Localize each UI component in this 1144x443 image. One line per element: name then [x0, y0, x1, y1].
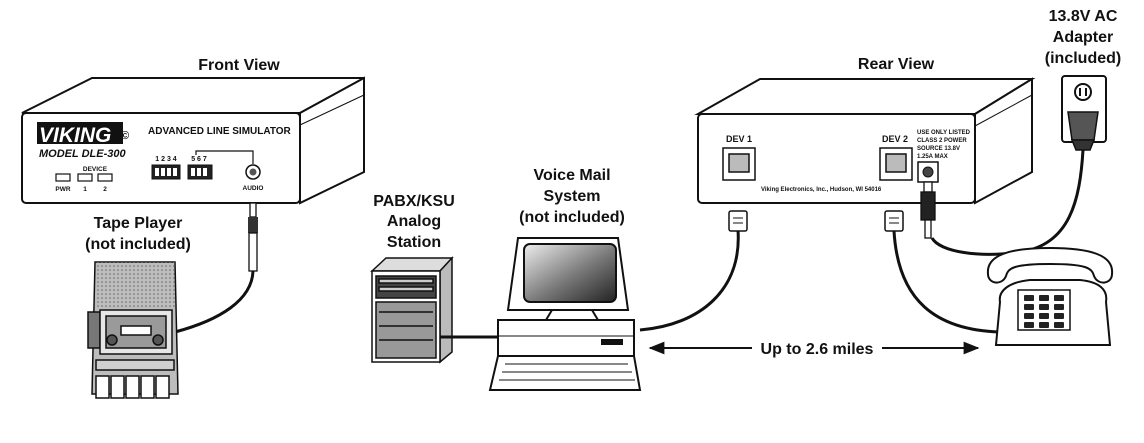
voice-mail-computer	[488, 237, 642, 391]
power-note-2: CLASS 2 POWER	[917, 138, 967, 144]
dip-switch-1-label: 1 2 3 4	[155, 156, 177, 163]
adapter-label-2: Adapter	[1053, 29, 1113, 46]
power-note-3: SOURCE 13.8V	[917, 146, 960, 152]
adapter-label-3: (included)	[1045, 50, 1121, 67]
viking-logo: VIKING	[39, 124, 111, 147]
distance-label: Up to 2.6 miles	[761, 341, 874, 358]
dev1-cable	[639, 210, 748, 332]
front-leds	[55, 173, 113, 182]
pwr-label: PWR	[55, 186, 70, 193]
dev2-cable	[884, 210, 1001, 334]
pabx-cabinet	[370, 256, 454, 364]
power-jack[interactable]	[917, 161, 939, 183]
model-label: MODEL DLE-300	[39, 148, 126, 160]
rear-view-title: Rear View	[858, 56, 935, 73]
dip-switch-bank-2[interactable]	[187, 164, 213, 180]
front-view-title: Front View	[198, 57, 280, 74]
device-1-label: 1	[83, 186, 87, 193]
rear-dev1-label: DEV 1	[726, 134, 752, 144]
telephone-keypad	[1024, 295, 1064, 328]
audio-cable	[174, 202, 258, 334]
pabx-label-3: Station	[387, 234, 441, 251]
ac-adapter	[1067, 111, 1099, 151]
pabx-label-1: PABX/KSU	[373, 193, 455, 210]
switch-bracket	[195, 150, 254, 164]
dip-switch-2-label: 5 6 7	[191, 156, 207, 163]
rear-dev2-jack[interactable]	[879, 147, 913, 181]
adapter-label-1: 13.8V AC	[1049, 8, 1118, 25]
rear-dev1-jack[interactable]	[722, 147, 756, 181]
rear-dev2-label: DEV 2	[882, 134, 908, 144]
power-note-4: 1.25A MAX	[917, 154, 948, 160]
power-note-1: USE ONLY LISTED	[917, 130, 971, 136]
device-2-label: 2	[103, 186, 107, 193]
voice-mail-label-2: System	[544, 188, 601, 205]
telephone	[986, 246, 1114, 346]
tape-player-label-2: (not included)	[85, 236, 191, 253]
voice-mail-label-1: Voice Mail	[533, 167, 610, 184]
tape-player-label-1: Tape Player	[94, 215, 183, 232]
maker-label: Viking Electronics, Inc., Hudson, WI 540…	[761, 187, 882, 193]
device-label: DEVICE	[83, 166, 108, 173]
tape-player	[87, 261, 179, 399]
audio-jack[interactable]	[245, 164, 261, 180]
audio-label: AUDIO	[243, 185, 264, 192]
product-title: ADVANCED LINE SIMULATOR	[148, 126, 292, 137]
pabx-label-2: Analog	[387, 213, 441, 230]
registered-mark: ©	[121, 130, 129, 142]
power-plug	[920, 181, 936, 239]
dip-switch-bank-1[interactable]	[151, 164, 181, 180]
voice-mail-label-3: (not included)	[519, 209, 625, 226]
